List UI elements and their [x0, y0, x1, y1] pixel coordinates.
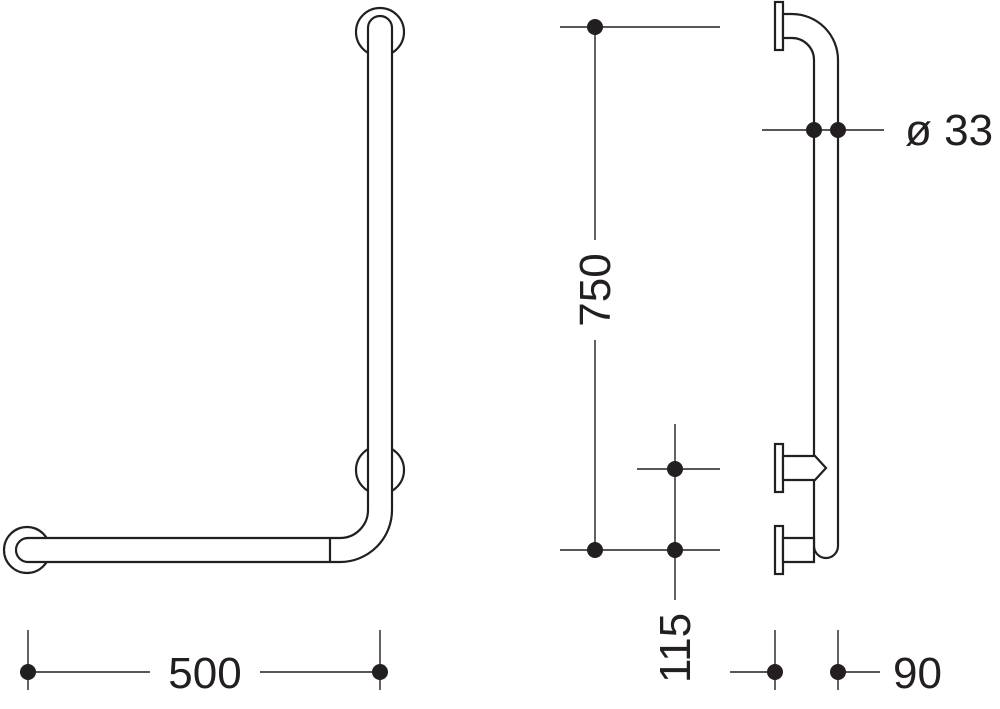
- side-tube: [781, 12, 840, 560]
- dimension-lines: [27, 26, 884, 690]
- dimension-dots: [20, 19, 846, 680]
- diameter-dimension-label: ø 33: [905, 106, 993, 155]
- width-dimension-label: 500: [168, 649, 241, 698]
- middle-bracket: [781, 454, 828, 482]
- height-dimension-label: 750: [571, 253, 620, 326]
- bracket-offset-dimension-label: 115: [651, 613, 700, 683]
- bottom-flange: [773, 524, 785, 576]
- bottom-bracket: [781, 536, 816, 564]
- l-bar-tube: [14, 14, 394, 564]
- projection-dimension-label: 90: [893, 649, 942, 698]
- top-flange: [773, 0, 785, 52]
- side-view: [773, 0, 840, 576]
- middle-flange: [773, 442, 785, 494]
- front-view: [2, 6, 406, 575]
